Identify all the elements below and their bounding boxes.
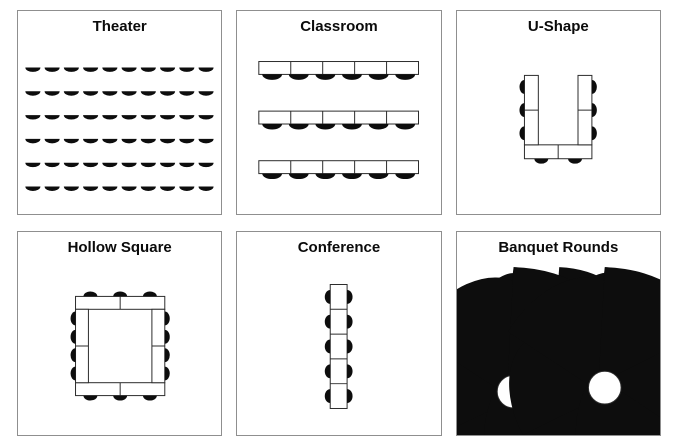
- u-shape-diagram: [519, 74, 597, 164]
- panel-title-u-shape: U-Shape: [527, 18, 589, 35]
- classroom-diagram: [258, 61, 420, 180]
- theater-diagram: [25, 67, 214, 191]
- hollow-square-diagram: [70, 291, 170, 401]
- panel-theater: Theater: [17, 10, 223, 215]
- panel-banquet-rounds: Banquet Rounds: [455, 231, 661, 436]
- panel-title-banquet-rounds: Banquet Rounds: [498, 239, 619, 256]
- panel-u-shape: U-Shape: [455, 10, 661, 215]
- panel-title-conference: Conference: [297, 239, 381, 256]
- panel-title-hollow-square: Hollow Square: [67, 239, 172, 256]
- banquet-rounds-diagram: [456, 267, 660, 435]
- panel-hollow-square: Hollow Square: [17, 231, 223, 436]
- panel-title-classroom: Classroom: [300, 18, 378, 35]
- conference-diagram: [325, 284, 353, 409]
- panel-title-theater: Theater: [92, 18, 147, 35]
- panel-conference: Conference: [236, 231, 442, 436]
- panel-classroom: Classroom: [236, 10, 442, 215]
